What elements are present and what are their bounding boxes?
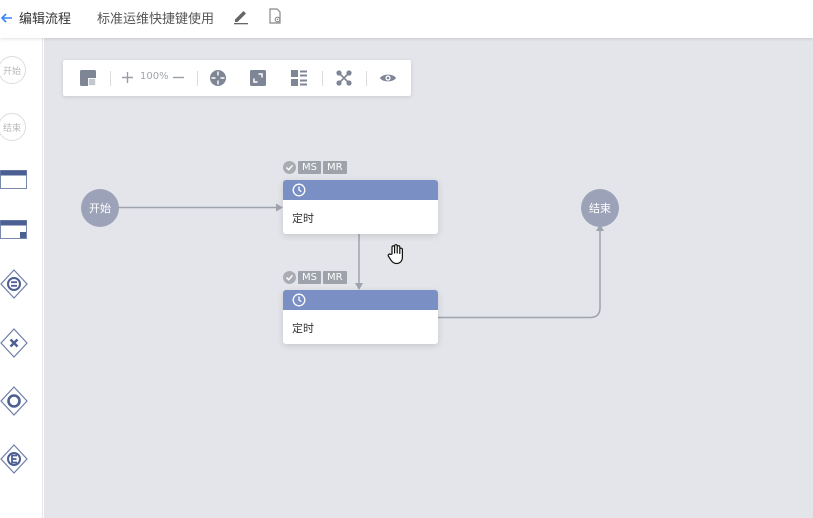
parallel-gateway-icon <box>0 269 28 299</box>
check-icon <box>283 271 296 284</box>
palette-end-node[interactable]: 结束 <box>0 113 26 141</box>
palette-exclusive-gateway[interactable] <box>0 327 28 363</box>
task-node-timer[interactable]: 定时 <box>283 290 438 344</box>
tag-mr: MR <box>322 161 347 174</box>
canvas-toolbar: 100% <box>63 60 411 96</box>
toolbar-divider <box>366 71 367 86</box>
branch-gateway-icon <box>0 444 28 474</box>
end-node[interactable]: 结束 <box>581 189 619 227</box>
end-node-label: 结束 <box>589 202 611 215</box>
connector-task2-to-end[interactable] <box>437 231 601 319</box>
task-node-header <box>283 180 438 200</box>
task-node-label: 定时 <box>292 212 314 225</box>
start-node-label: 开始 <box>89 202 111 215</box>
hand-cursor-icon <box>387 244 403 265</box>
zoom-out-icon[interactable] <box>172 71 185 84</box>
palette-start-node[interactable]: 开始 <box>0 56 26 84</box>
layout-icon[interactable] <box>290 69 308 87</box>
palette-subprocess-node[interactable] <box>0 220 28 244</box>
arrow-left-icon <box>0 12 12 23</box>
reset-position-icon[interactable] <box>209 69 227 87</box>
palette-branch-gateway[interactable] <box>0 443 28 479</box>
back-button[interactable]: 编辑流程 <box>0 8 71 27</box>
pencil-icon[interactable] <box>232 7 250 25</box>
palette-converge-gateway[interactable] <box>0 385 28 421</box>
exclusive-gateway-icon <box>0 328 28 358</box>
converge-gateway-icon <box>0 386 28 416</box>
tag-ms: MS <box>298 161 321 174</box>
connector-arrowhead <box>596 224 604 231</box>
file-settings-icon[interactable] <box>267 7 283 25</box>
zoom-in-icon[interactable] <box>121 71 134 84</box>
toolbar-divider <box>322 71 323 86</box>
zoom-level: 100% <box>140 71 169 82</box>
task-node-label: 定时 <box>292 322 314 335</box>
toolbar-divider <box>197 71 198 86</box>
palette-parallel-gateway[interactable] <box>0 268 28 304</box>
check-icon <box>283 161 296 174</box>
minimap-icon[interactable] <box>79 69 97 87</box>
connector-arrowhead <box>355 283 363 290</box>
start-node[interactable]: 开始 <box>81 189 119 227</box>
back-label: 编辑流程 <box>19 12 72 27</box>
preview-eye-icon[interactable] <box>379 69 397 87</box>
subprocess-node-icon <box>0 220 27 239</box>
page-header: 编辑流程 标准运维快捷键使用 <box>0 0 813 38</box>
tag-ms: MS <box>298 271 321 284</box>
task-node-timer[interactable]: 定时 <box>283 180 438 234</box>
format-icon[interactable] <box>335 69 353 87</box>
toolbar-divider <box>110 71 111 86</box>
fullscreen-icon[interactable] <box>249 69 267 87</box>
tag-mr: MR <box>322 271 347 284</box>
palette-task-node[interactable] <box>0 170 28 194</box>
flow-canvas[interactable] <box>44 38 813 518</box>
task-node-icon <box>0 170 27 189</box>
palette-start-label: 开始 <box>0 56 26 84</box>
palette-end-label: 结束 <box>0 113 26 141</box>
clock-icon <box>292 293 306 307</box>
task-tags: MS MR <box>283 161 349 174</box>
task-tags: MS MR <box>283 271 349 284</box>
connector-arrowhead <box>276 203 283 212</box>
task-node-header <box>283 290 438 310</box>
node-palette: 开始 结束 <box>0 38 43 518</box>
clock-icon <box>292 183 306 197</box>
flow-name: 标准运维快捷键使用 <box>97 12 215 27</box>
